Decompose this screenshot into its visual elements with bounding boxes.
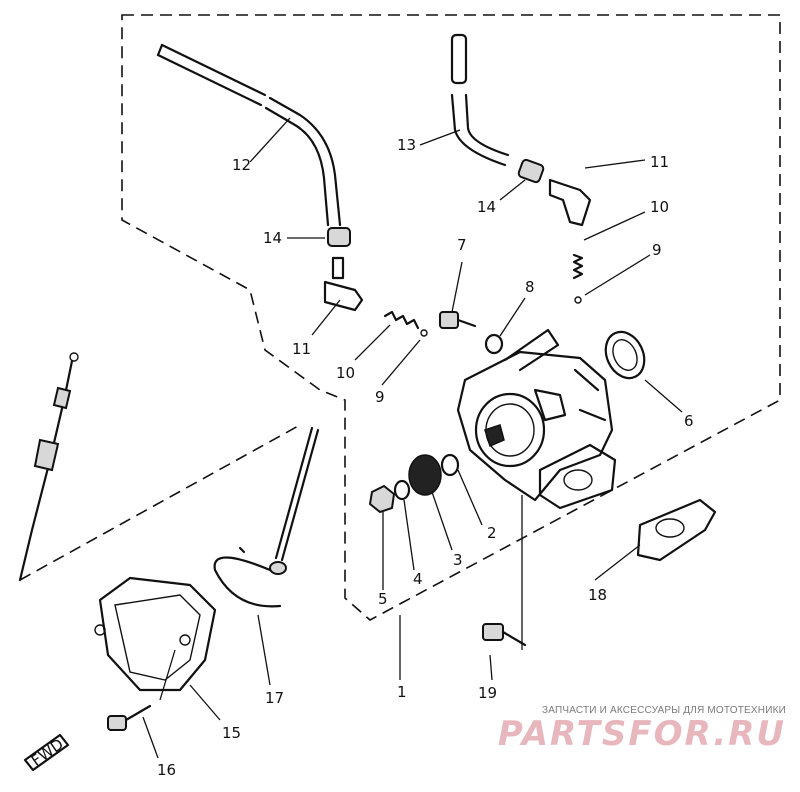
gasket-18 bbox=[636, 498, 717, 562]
hose-13 bbox=[450, 33, 510, 167]
callout-6: 6 bbox=[684, 412, 694, 430]
screw-16 bbox=[107, 704, 152, 731]
callout-2: 2 bbox=[487, 524, 497, 542]
callout-16: 16 bbox=[157, 761, 176, 779]
spring-10-left bbox=[383, 310, 420, 330]
clamp-14-left bbox=[327, 227, 351, 247]
callout-19: 19 bbox=[478, 684, 497, 702]
oil-pump-body bbox=[456, 328, 617, 510]
throttle-cable bbox=[18, 352, 79, 582]
elbow-fitting-11-right bbox=[548, 178, 592, 227]
washer-8 bbox=[484, 333, 504, 355]
callout-14-right: 14 bbox=[477, 198, 496, 216]
gear-3 bbox=[408, 454, 442, 496]
callout-18: 18 bbox=[588, 586, 607, 604]
leader-lines bbox=[142, 117, 683, 759]
bolt-19 bbox=[482, 623, 527, 647]
callout-13: 13 bbox=[397, 136, 416, 154]
elbow-fitting-11-left bbox=[323, 256, 364, 312]
callout-8: 8 bbox=[525, 278, 535, 296]
callout-9-left: 9 bbox=[375, 388, 385, 406]
callout-10-left: 10 bbox=[336, 364, 355, 382]
cover-15 bbox=[94, 576, 217, 692]
assembly-boundary bbox=[121, 14, 781, 621]
cable-17 bbox=[213, 426, 320, 608]
watermark: ЗАПЧАСТИ И АКСЕССУАРЫ ДЛЯ МОТОТЕХНИКИ PA… bbox=[498, 705, 786, 752]
hose-12 bbox=[156, 43, 342, 227]
washer-2 bbox=[440, 453, 460, 477]
callout-3: 3 bbox=[453, 551, 463, 569]
watermark-logo: PARTSFOR.RU bbox=[497, 714, 786, 754]
callout-14-left: 14 bbox=[263, 229, 282, 247]
callout-15: 15 bbox=[222, 724, 241, 742]
callout-4: 4 bbox=[413, 570, 423, 588]
clamp-14-right bbox=[517, 158, 545, 184]
callout-11-left: 11 bbox=[292, 340, 311, 358]
cable-boundary bbox=[19, 424, 301, 581]
callout-7: 7 bbox=[457, 236, 467, 254]
callout-numbers: 12 13 14 14 11 10 9 7 8 11 10 9 6 2 3 4 … bbox=[157, 136, 694, 779]
seal-6 bbox=[604, 330, 646, 380]
forward-arrow-icon: FWD bbox=[23, 733, 70, 772]
callout-10-right: 10 bbox=[650, 198, 669, 216]
bolt-7 bbox=[439, 311, 477, 329]
nut-5 bbox=[368, 484, 396, 514]
callout-5: 5 bbox=[378, 590, 388, 608]
washer-4 bbox=[393, 479, 411, 501]
callout-1: 1 bbox=[397, 683, 407, 701]
callout-17: 17 bbox=[265, 689, 284, 707]
callout-11-right: 11 bbox=[650, 153, 669, 171]
ball-9-left bbox=[420, 329, 428, 337]
callout-9-right: 9 bbox=[652, 241, 662, 259]
ball-9-right bbox=[574, 296, 582, 304]
callout-12: 12 bbox=[232, 156, 251, 174]
watermark-caption: ЗАПЧАСТИ И АКСЕССУАРЫ ДЛЯ МОТОТЕХНИКИ bbox=[541, 705, 786, 716]
spring-10-right bbox=[572, 253, 584, 280]
fwd-label: FWD bbox=[28, 735, 67, 770]
